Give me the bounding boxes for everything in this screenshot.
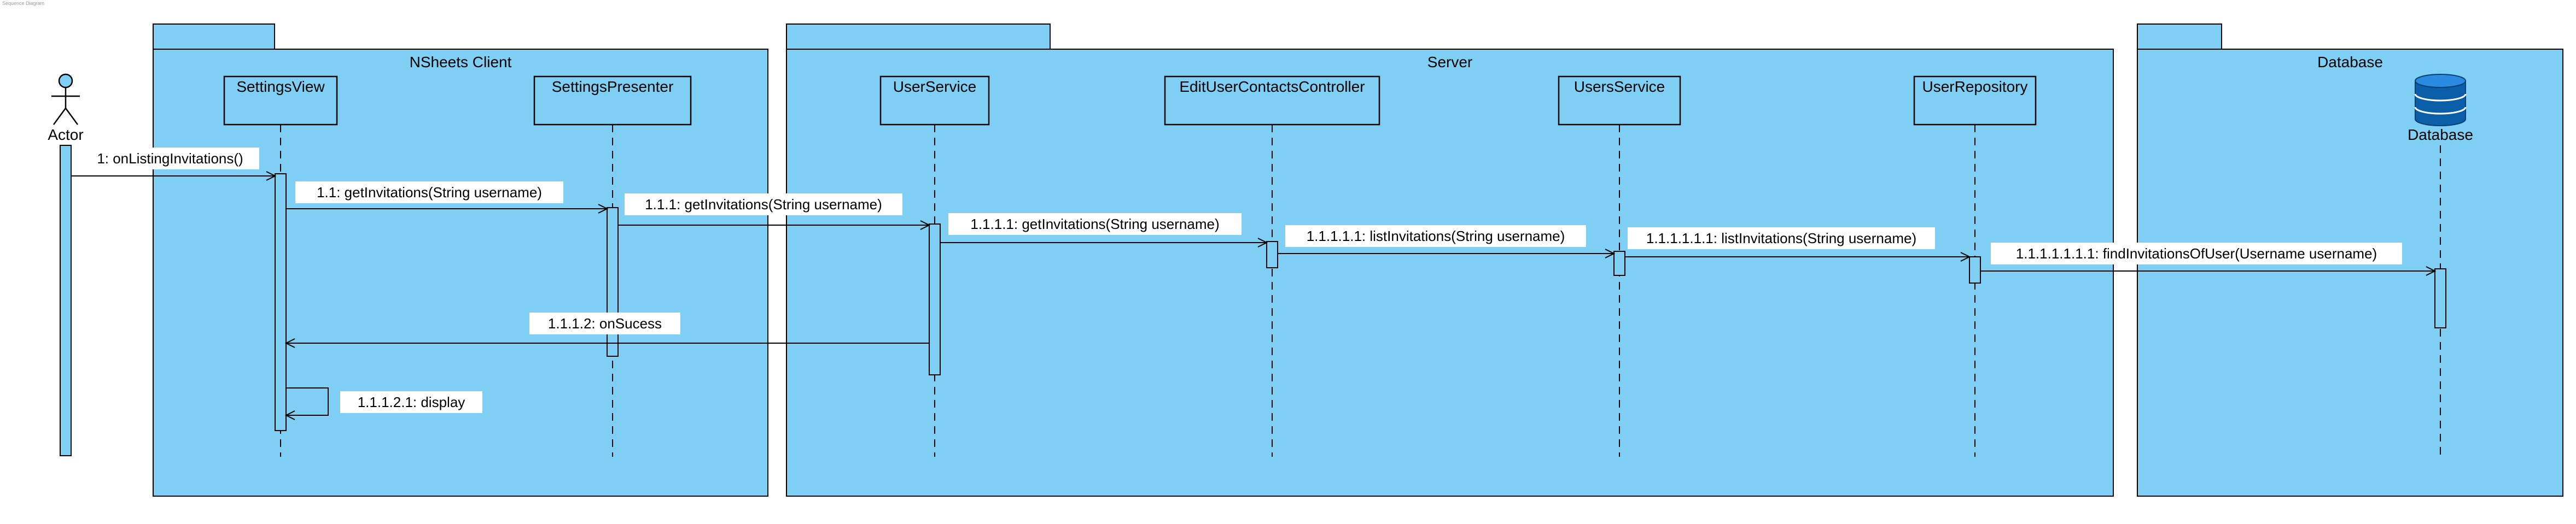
message-label: 1.1.1.2: onSucess — [548, 315, 662, 332]
lifeline-label: UserService — [893, 78, 976, 95]
message-label: 1.1.1.2.1: display — [358, 394, 465, 410]
arrowhead-icon — [284, 338, 295, 348]
diagram-caption: Sequence Diagram — [2, 1, 44, 6]
activation-database — [2434, 268, 2446, 328]
package-body — [786, 49, 2114, 497]
message-label: 1.1: getInvitations(String username) — [317, 184, 542, 201]
lifeline-label: UsersService — [1574, 78, 1665, 95]
message-1-1-1[interactable]: 1.1.1: getInvitations(String username) — [618, 193, 931, 230]
message-label-bg — [1991, 243, 2402, 264]
lifeline-head — [1164, 75, 1380, 126]
message-1-1-1-1-1-1[interactable]: 1.1.1.1.1.1: listInvitations(String user… — [1625, 227, 1971, 262]
package-title: Server — [1427, 54, 1472, 70]
lifeline-user-repository[interactable]: UserRepository — [1913, 75, 2037, 457]
message-label: 1: onListingInvitations() — [97, 150, 243, 167]
lifeline-settings-presenter[interactable]: SettingsPresenter — [533, 75, 692, 457]
message-label-bg — [295, 181, 563, 203]
package-database[interactable]: Database — [2137, 23, 2563, 497]
package-title: Database — [2317, 54, 2383, 70]
arrowhead-icon — [598, 204, 609, 214]
lifeline-head — [1913, 75, 2037, 126]
arrowhead-icon — [1257, 238, 1268, 248]
database-label: Database — [2408, 126, 2473, 143]
message-label-bg — [1285, 225, 1586, 247]
message-1-1-1-2-1[interactable]: 1.1.1.2.1: display — [284, 387, 482, 420]
message-label-bg — [529, 313, 680, 334]
activation-user-service — [929, 223, 941, 375]
lifeline-edit-user-contacts-controller[interactable]: EditUserContactsController — [1164, 75, 1380, 457]
database-cylinder-icon — [2414, 74, 2467, 126]
message-label: 1.1.1.1: getInvitations(String username) — [970, 216, 1219, 232]
message-1-1[interactable]: 1.1: getInvitations(String username) — [286, 181, 609, 214]
package-tab — [153, 23, 275, 50]
arrowhead-icon — [284, 410, 295, 420]
message-1-1-1-2[interactable]: 1.1.1.2: onSucess — [284, 313, 929, 348]
arrowhead-icon — [920, 220, 931, 230]
message-label: 1.1.1.1.1.1: listInvitations(String user… — [1646, 230, 1916, 246]
lifeline-label: SettingsPresenter — [552, 78, 674, 95]
actor[interactable]: Actor — [48, 73, 84, 456]
message-label: 1.1.1.1.1.1.1: findInvitationsOfUser(Use… — [2016, 245, 2377, 262]
activation-edit-user-contacts-controller — [1266, 241, 1278, 268]
message-label-bg — [625, 193, 902, 215]
arrowhead-icon — [1605, 249, 1616, 258]
package-server[interactable]: Server — [786, 23, 2114, 497]
message-1-1-1-1-1-1-1[interactable]: 1.1.1.1.1.1.1: findInvitationsOfUser(Use… — [1980, 243, 2437, 276]
lifeline-head — [1558, 75, 1681, 126]
message-1[interactable]: 1: onListingInvitations() — [71, 148, 277, 181]
message-1-1-1-1-1[interactable]: 1.1.1.1.1: listInvitations(String userna… — [1278, 225, 1616, 258]
message-1-1-1-1[interactable]: 1.1.1.1: getInvitations(String username) — [940, 213, 1268, 248]
lifeline-label: UserRepository — [1922, 78, 2028, 95]
lifeline-user-service[interactable]: UserService — [879, 75, 990, 457]
arrowhead-icon — [2426, 266, 2437, 276]
message-label: 1.1.1.1.1: listInvitations(String userna… — [1307, 228, 1565, 244]
package-tab — [2137, 23, 2222, 50]
lifeline-head — [879, 75, 990, 126]
arrowhead-icon — [1960, 252, 1971, 262]
stick-figure-icon — [51, 73, 80, 125]
package-body — [2137, 49, 2563, 497]
package-title: NSheets Client — [410, 54, 512, 70]
package-tab — [786, 23, 1051, 50]
activation-users-service — [1613, 251, 1625, 276]
lifeline-label: SettingsView — [236, 78, 325, 95]
message-label-bg — [948, 213, 1242, 235]
lifeline-users-service[interactable]: UsersService — [1558, 75, 1681, 457]
message-label-bg — [1628, 227, 1935, 249]
message-label-bg — [340, 391, 482, 413]
actor-label: Actor — [48, 126, 83, 143]
message-arrow — [286, 387, 329, 416]
message-label: 1.1.1: getInvitations(String username) — [645, 196, 882, 213]
activation-settings-view — [275, 173, 287, 431]
message-label-bg — [81, 148, 259, 169]
activation-user-repository — [1969, 256, 1981, 284]
lifeline-label: EditUserContactsController — [1179, 78, 1365, 95]
arrowhead-icon — [266, 171, 277, 181]
lifeline-database[interactable]: Database — [2408, 74, 2473, 457]
actor-activation — [60, 145, 72, 456]
lifeline-head — [533, 75, 692, 126]
lifeline-head — [223, 75, 338, 126]
